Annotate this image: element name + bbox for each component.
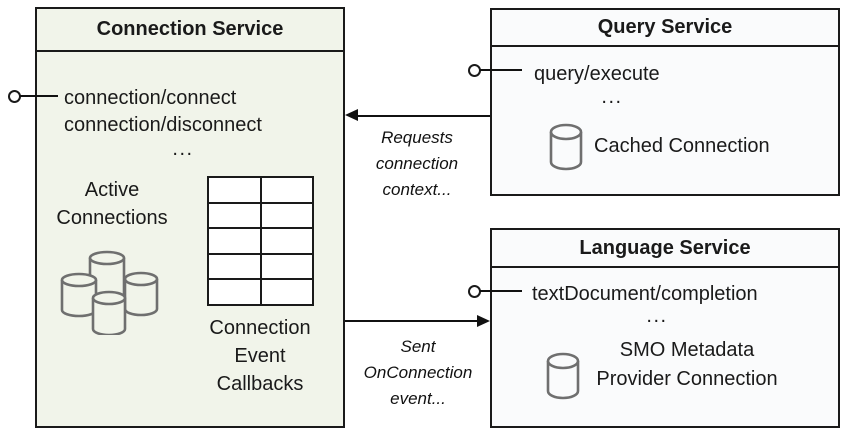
arrow-right-icon: [477, 315, 490, 327]
cached-connection-database-icon: [549, 123, 583, 171]
table-cell: [261, 280, 312, 304]
smo-metadata-database-icon: [546, 352, 580, 400]
connection-event-callbacks-label: Connection Event Callbacks: [185, 314, 335, 398]
language-service-box: Language Service textDocument/completion…: [490, 228, 840, 428]
query-endpoint-line: [480, 69, 522, 71]
active-connections-label-line1: Active: [84, 179, 140, 201]
smo-metadata-label-line1: SMO Metadata: [619, 339, 755, 361]
arrow-left-icon: [345, 109, 358, 121]
language-service-title: Language Service: [579, 236, 751, 259]
callbacks-label-line2: Event: [234, 345, 286, 367]
active-connections-cylinders-icon: [60, 250, 159, 335]
callbacks-table-icon: [207, 176, 314, 306]
connection-methods-ellipsis: ...: [172, 138, 194, 160]
callbacks-label-line3: Callbacks: [216, 373, 304, 395]
table-cell: [261, 254, 312, 279]
callbacks-label-line1: Connection: [209, 317, 311, 339]
table-cell: [261, 203, 312, 228]
cached-connection-label: Cached Connection: [594, 135, 770, 157]
language-service-header: Language Service: [492, 230, 838, 268]
method-query-execute: query/execute: [534, 63, 660, 85]
table-cell: [209, 178, 260, 202]
arrow-label-line1: Requests: [381, 128, 453, 147]
active-connections-label-line2: Connections: [56, 207, 168, 229]
language-endpoint-line: [480, 290, 522, 292]
connection-service-box: Connection Service connection/connect co…: [35, 7, 345, 428]
connection-to-language-arrow-line: [345, 320, 477, 322]
method-connection-disconnect: connection/disconnect: [64, 114, 262, 136]
method-connection-connect: connection/connect: [64, 87, 237, 109]
table-cell: [261, 229, 312, 253]
arrow-label-line3: context...: [382, 180, 452, 199]
connection-methods-list: connection/connect connection/disconnect…: [64, 85, 302, 160]
active-connections-label: Active Connections: [47, 176, 177, 232]
arrow-label-line2: OnConnection: [363, 363, 473, 382]
arrow-label-line3: event...: [390, 389, 446, 408]
query-service-box: Query Service query/execute ... Cached C…: [490, 8, 840, 196]
method-textdocument-completion: textDocument/completion: [532, 283, 758, 305]
smo-metadata-label: SMO Metadata Provider Connection: [587, 336, 787, 394]
connection-service-title: Connection Service: [96, 18, 284, 40]
table-cell: [261, 178, 312, 202]
language-methods-ellipsis: ...: [646, 305, 668, 327]
table-cell: [209, 254, 260, 279]
query-service-header: Query Service: [492, 10, 838, 47]
smo-metadata-label-line2: Provider Connection: [596, 368, 778, 390]
connection-service-header: Connection Service: [37, 9, 343, 52]
query-to-connection-arrow-line: [356, 115, 490, 117]
connection-endpoint-line: [20, 95, 58, 97]
query-methods-ellipsis: ...: [601, 86, 623, 108]
table-cell: [209, 203, 260, 228]
query-to-connection-arrow-label: Requests connection context...: [347, 125, 487, 203]
table-cell: [209, 280, 260, 304]
arrow-label-line1: Sent: [400, 337, 436, 356]
query-service-title: Query Service: [597, 16, 733, 38]
table-cell: [209, 229, 260, 253]
arrow-label-line2: connection: [375, 154, 459, 173]
connection-to-language-arrow-label: Sent OnConnection event...: [346, 334, 490, 412]
